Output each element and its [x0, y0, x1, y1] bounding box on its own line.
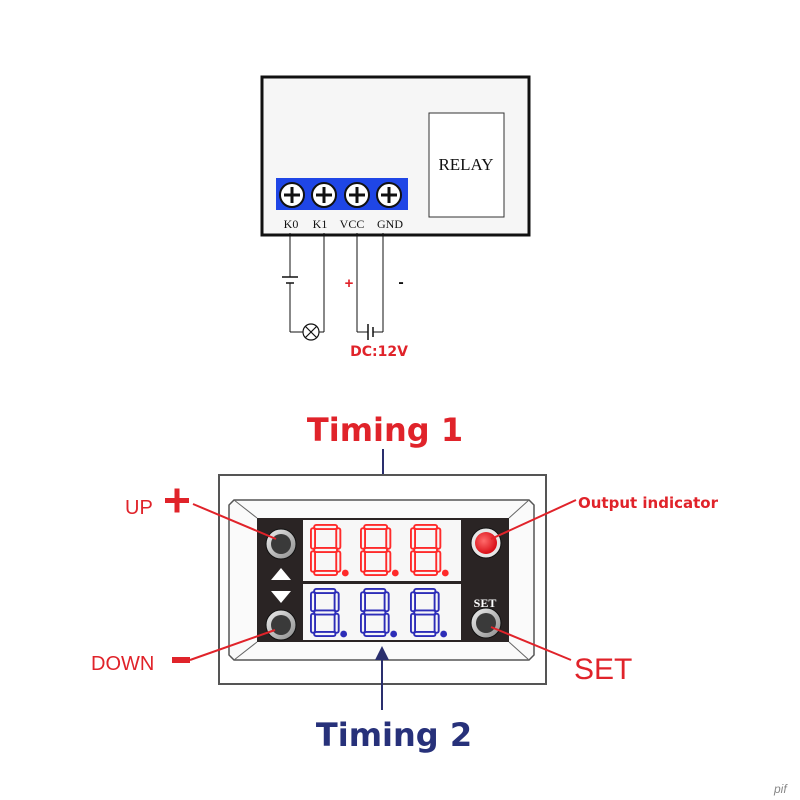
down-callout-line — [189, 629, 276, 661]
set-label: SET — [574, 653, 632, 686]
digit-2-dot — [390, 630, 398, 638]
terminal-label-k1: K1 — [313, 217, 328, 231]
terminal-screw-vcc — [344, 182, 370, 208]
digit-3-dot — [441, 569, 449, 577]
timing2-label: Timing 2 — [316, 716, 472, 754]
down-triangle-icon — [271, 591, 291, 603]
minus-sign: - — [398, 274, 403, 291]
up-label: UP — [125, 497, 153, 519]
digit-1-dot — [340, 630, 348, 638]
minus-icon — [172, 657, 190, 663]
set-callout-line — [490, 626, 572, 661]
up-triangle-icon — [271, 568, 291, 580]
output-indicator-label: Output indicator — [578, 494, 719, 512]
relay-box — [428, 112, 505, 218]
supply-label: DC:12V — [350, 344, 408, 360]
relay-label: RELAY — [438, 155, 493, 174]
timing1-label: Timing 1 — [307, 411, 463, 449]
terminal-screw-k0 — [279, 182, 305, 208]
digit-3-dot — [440, 630, 448, 638]
terminal-label-vcc: VCC — [340, 217, 365, 231]
display-top-digits — [310, 524, 449, 577]
output-callout-line — [490, 499, 577, 540]
power-supply-circuit — [356, 233, 384, 340]
up-button[interactable] — [265, 528, 297, 560]
plus-icon — [165, 488, 189, 513]
display-bottom-digits — [310, 588, 448, 638]
load-circuit — [282, 233, 325, 333]
down-label: DOWN — [91, 653, 154, 675]
wiring-diagram: RELAY K0 K1 VCC GND — [260, 75, 531, 360]
set-button-text: SET — [474, 596, 497, 610]
terminal-label-k0: K0 — [284, 217, 299, 231]
plus-sign: + — [345, 275, 354, 292]
digit-1-dot — [341, 569, 349, 577]
lamp-icon — [302, 323, 320, 341]
up-callout-line — [192, 503, 277, 540]
set-button[interactable] — [470, 607, 502, 639]
terminal-screw-gnd — [376, 182, 402, 208]
output-indicator-led — [470, 527, 502, 559]
terminal-screw-k1 — [311, 182, 337, 208]
timer-panel: Timing 1 SET — [91, 411, 719, 754]
digit-2-dot — [391, 569, 399, 577]
timing2-arrow-head — [375, 646, 389, 660]
terminal-label-gnd: GND — [377, 217, 403, 231]
watermark: pif — [773, 782, 788, 796]
down-button[interactable] — [265, 609, 297, 641]
